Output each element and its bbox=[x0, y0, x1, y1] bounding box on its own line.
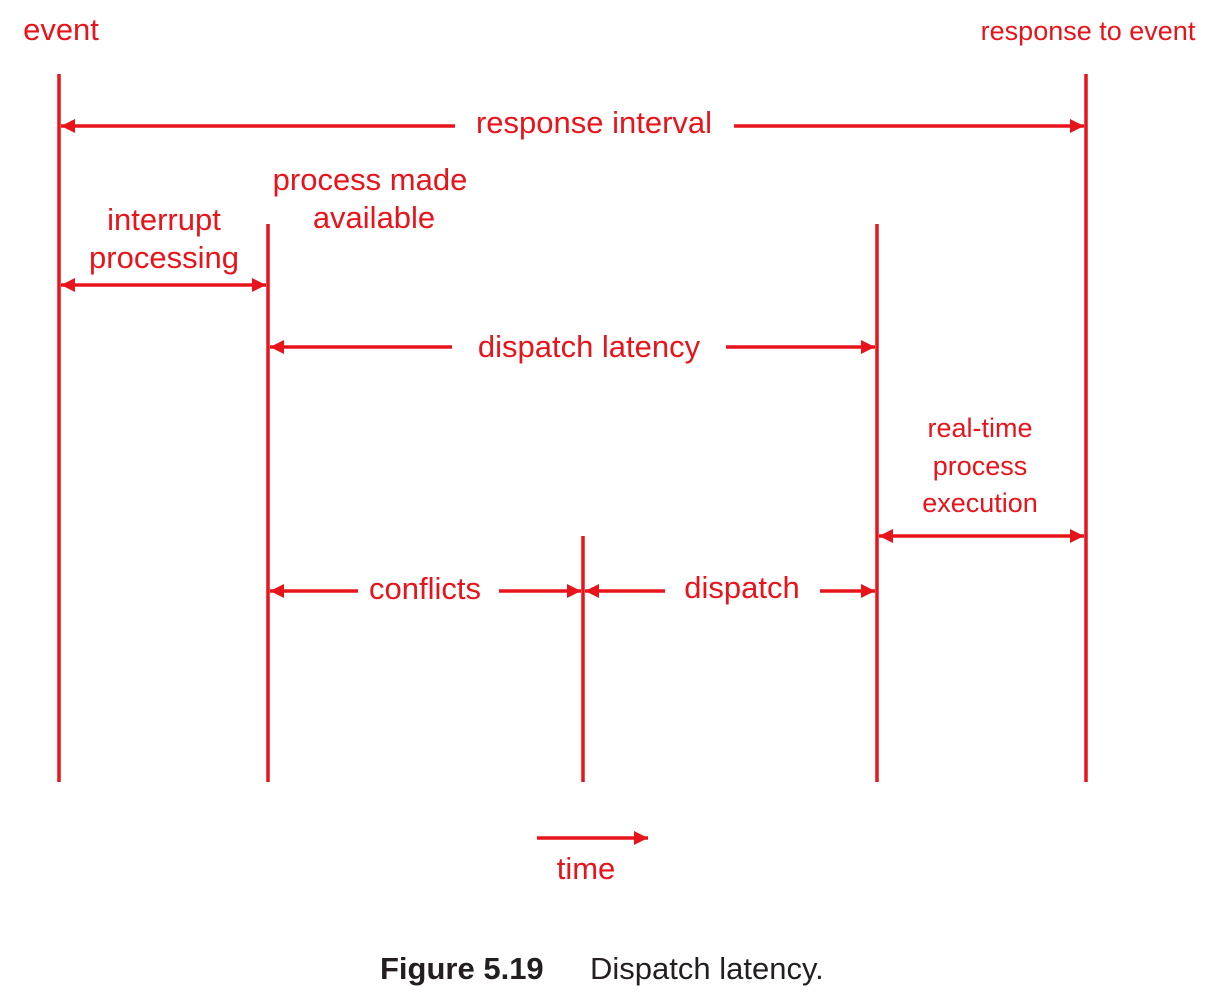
figure-title: Dispatch latency. bbox=[590, 951, 824, 986]
interrupt-processing-line2: processing bbox=[89, 240, 239, 275]
interrupt-processing-line1: interrupt bbox=[107, 202, 221, 237]
event-label: event bbox=[23, 12, 99, 47]
dispatch-label: dispatch bbox=[684, 570, 799, 605]
dispatch-latency-label: dispatch latency bbox=[478, 329, 701, 364]
time-label: time bbox=[557, 851, 616, 886]
conflicts-label: conflicts bbox=[369, 571, 481, 606]
figure-number: Figure 5.19 bbox=[380, 951, 544, 986]
real-time-execution-line1: real-time bbox=[927, 413, 1032, 443]
real-time-execution-line3: execution bbox=[922, 488, 1038, 518]
response-interval-label: response interval bbox=[476, 105, 712, 140]
process-made-available-line2: available bbox=[313, 200, 435, 235]
process-made-available-line1: process made bbox=[273, 162, 468, 197]
real-time-execution-line2: process bbox=[933, 451, 1028, 481]
response-to-event-label: response to event bbox=[981, 16, 1196, 46]
figure-caption: Figure 5.19 Dispatch latency. bbox=[380, 951, 824, 986]
